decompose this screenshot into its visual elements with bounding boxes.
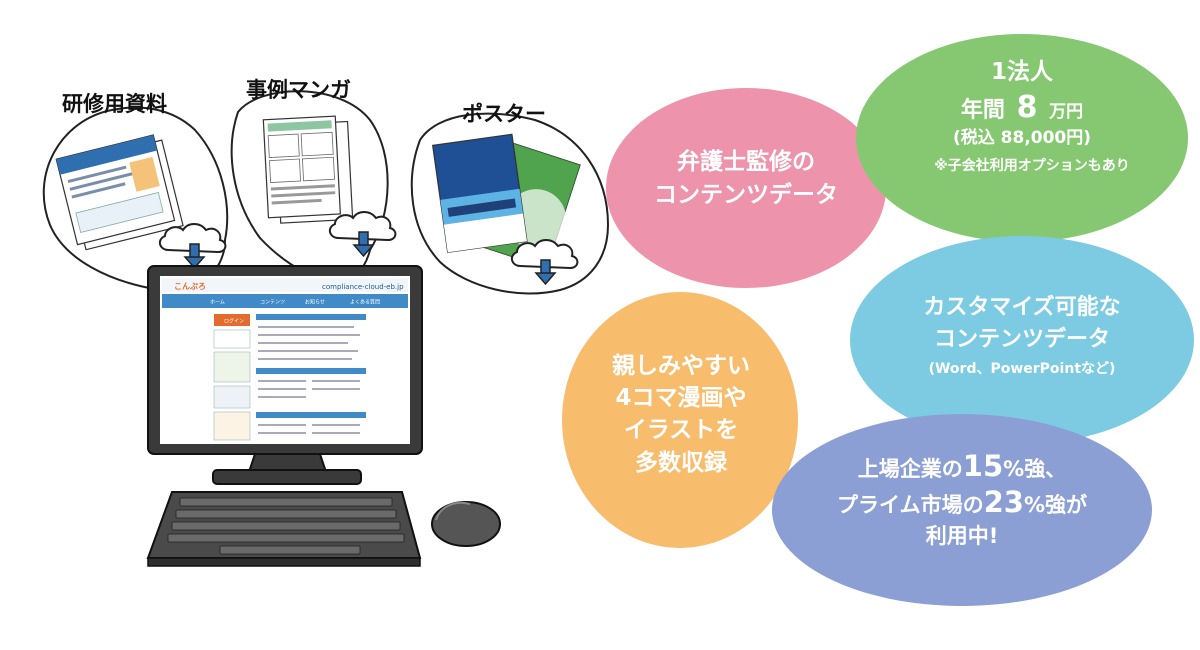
bubble-manga-shape — [562, 292, 798, 548]
manga-line4: 多数収録 — [635, 449, 727, 476]
bubble-price: 1法人 年間 8 万円 (税込 88,000円) ※子会社利用オプションもあり — [862, 58, 1182, 175]
price-note: ※子会社利用オプションもあり — [934, 157, 1130, 174]
bubble-supervised: 弁護士監修の コンテンツデータ — [606, 148, 886, 210]
usage-line1-post: %強、 — [1003, 457, 1067, 481]
bubble-usage-shape — [772, 414, 1152, 606]
training-document-icon — [55, 134, 184, 251]
usage-line2-post: %強が — [1023, 493, 1087, 518]
manga-line2: 4コマ漫画や — [615, 385, 747, 412]
manga-line1: 親しみやすい — [612, 353, 750, 379]
download-cloud-icon-3 — [510, 239, 579, 286]
manga-document-icon — [262, 115, 354, 224]
bubble-custom-shape — [850, 236, 1194, 444]
price-line2: 年間 8 万円 — [862, 89, 1182, 127]
usage-line1-pre: 上場企業の — [857, 457, 963, 481]
website-screen: こんぷろ compliance-cloud-eb.jp ホーム コンテンツ お知… — [162, 278, 408, 441]
usage-line2: プライム市場の23%強が — [780, 484, 1144, 520]
mouse-icon — [431, 501, 501, 547]
bubble-supervised-shape — [606, 88, 886, 288]
nav-item-3: よくある質問 — [350, 299, 380, 306]
price-line1: 1法人 — [990, 59, 1053, 85]
screen-login-button: ログイン — [224, 318, 244, 325]
bubble-price-shape — [856, 34, 1188, 242]
label-poster: ポスター — [462, 102, 546, 126]
poster-icon — [432, 133, 581, 269]
usage-line2-num: 23 — [983, 485, 1024, 520]
custom-line1: カスタマイズ可能な — [923, 295, 1121, 320]
custom-line2: コンテンツデータ — [933, 326, 1110, 352]
bubble-manga: 親しみやすい 4コマ漫画や イラストを 多数収録 — [566, 350, 796, 479]
price-year-label: 年間 — [960, 97, 1005, 123]
nav-item-0: ホーム — [210, 300, 225, 306]
bubble-usage: 上場企業の15%強、 プライム市場の23%強が 利用中! — [780, 448, 1144, 549]
custom-formats: (Word、PowerPointなど) — [928, 361, 1116, 377]
price-amount: 8 — [1016, 89, 1038, 125]
manga-line3: イラストを — [623, 417, 739, 444]
bubble-supervised-line2: コンテンツデータ — [654, 181, 838, 208]
download-cloud-icon-2 — [328, 211, 397, 258]
usage-line2-pre: プライム市場の — [837, 493, 984, 518]
download-cloud-icon-1 — [158, 223, 227, 270]
usage-line1-num: 15 — [962, 449, 1004, 483]
usage-line3: 利用中! — [925, 523, 999, 548]
site-domain: compliance-cloud-eb.jp — [322, 283, 404, 291]
site-logo: こんぷろ — [174, 282, 206, 291]
bubble-supervised-line1: 弁護士監修の — [677, 149, 815, 175]
price-tax: (税込 88,000円) — [952, 128, 1092, 149]
label-manga: 事例マンガ — [246, 78, 351, 102]
nav-item-1: コンテンツ — [260, 300, 285, 306]
keyboard-icon — [146, 491, 422, 567]
nav-item-2: お知らせ — [305, 299, 325, 306]
price-unit: 万円 — [1049, 101, 1084, 122]
bubble-custom: カスタマイズ可能な コンテンツデータ (Word、PowerPointなど) — [852, 294, 1192, 379]
usage-line1: 上場企業の15%強、 — [780, 448, 1144, 484]
label-training: 研修用資料 — [62, 92, 167, 116]
